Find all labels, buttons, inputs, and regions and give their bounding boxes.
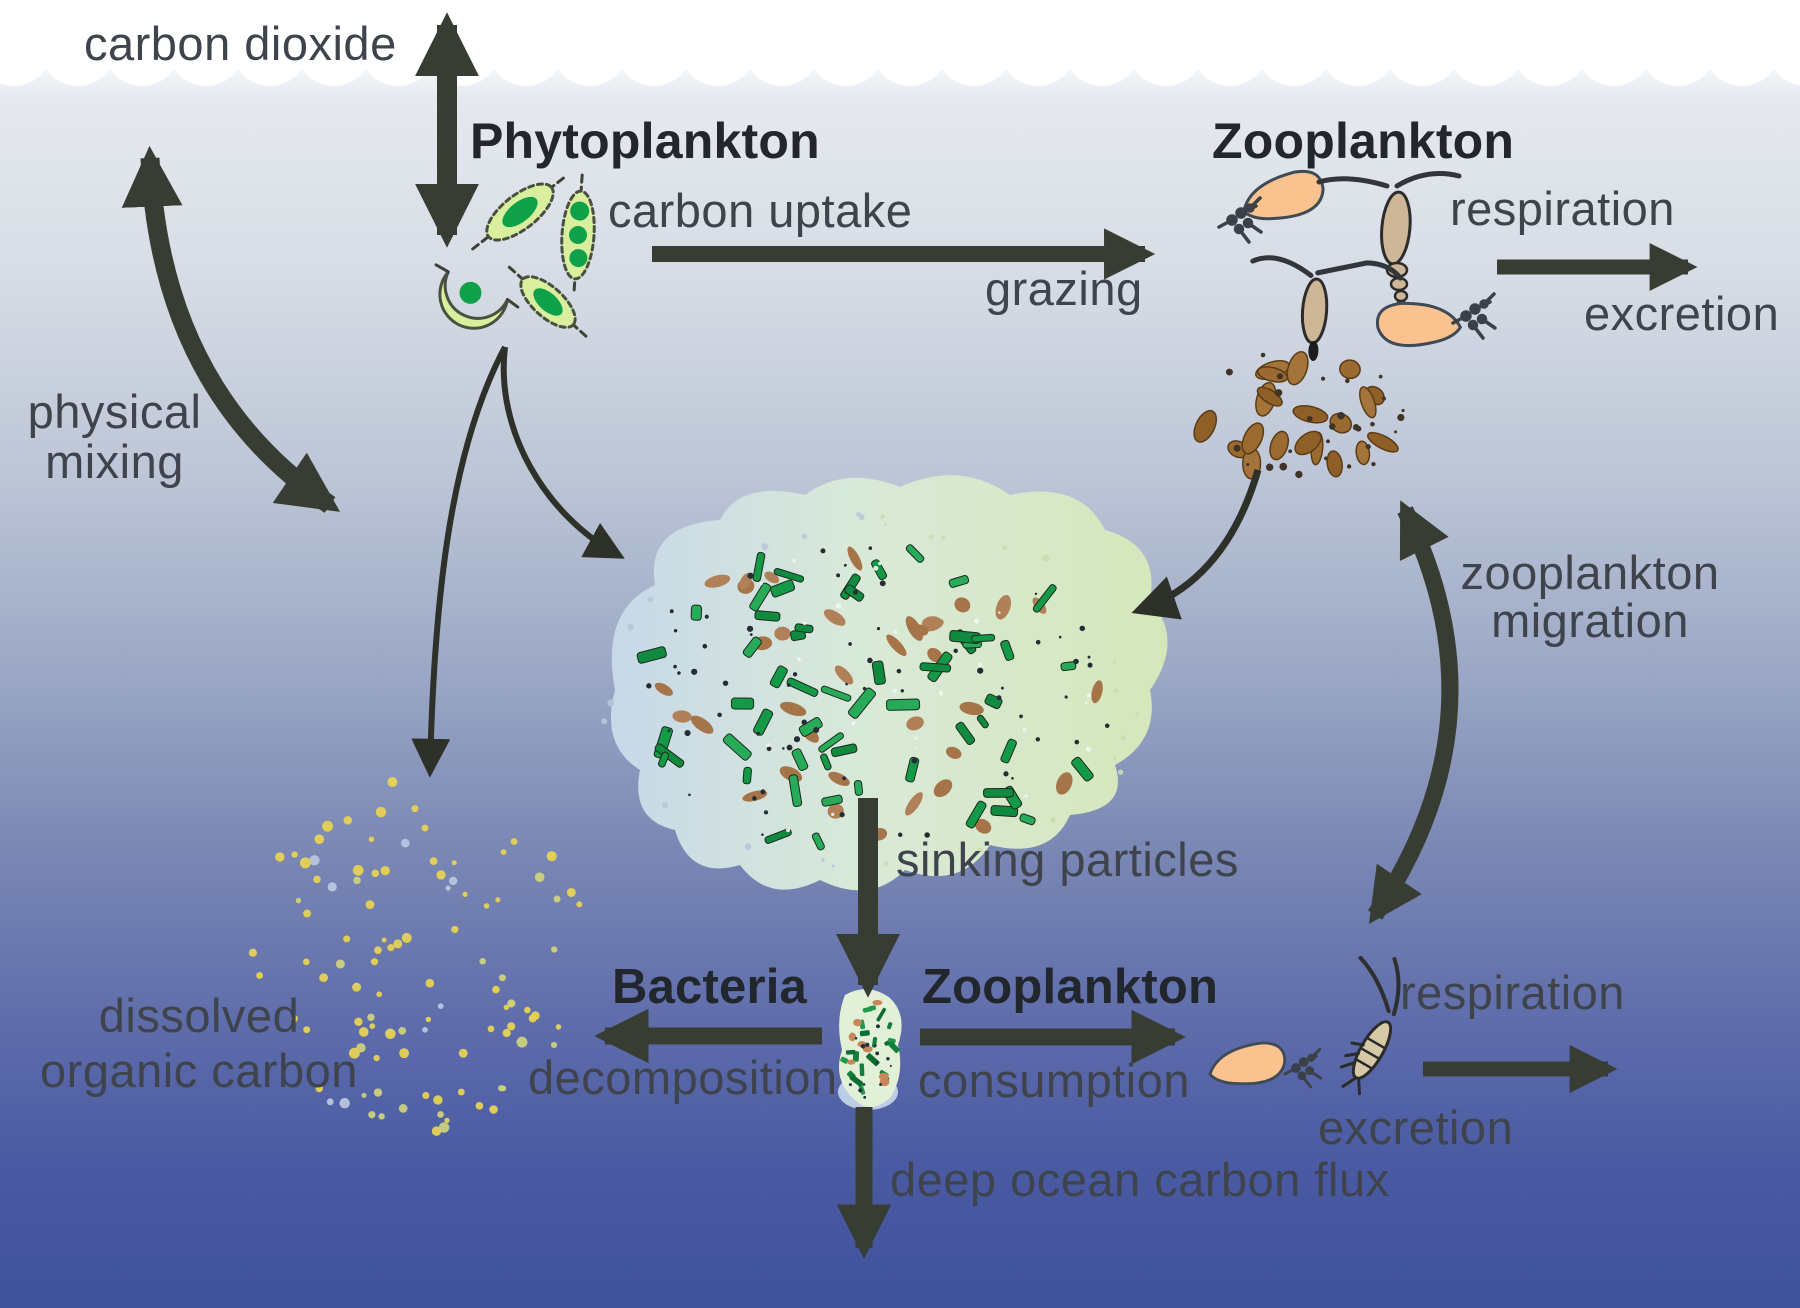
phytoplankton-illustration (434, 173, 596, 339)
deep-ocean-carbon-flux-label: deep ocean carbon flux (890, 1153, 1390, 1206)
marine-snow-aggregate-illustration (601, 475, 1168, 891)
consumption-label: consumption (918, 1054, 1190, 1107)
decomposition-label: decomposition (528, 1051, 838, 1104)
pellets-to-aggregate-arrow (1131, 469, 1262, 620)
grazing-label: grazing (985, 262, 1143, 315)
dissolved-organic-carbon-label: dissolved organic carbon (40, 989, 358, 1097)
zooplankton-title: Zooplankton (1212, 113, 1515, 169)
physical-mixing-label: physical mixing (27, 385, 202, 488)
phyto-to-doc-arrow (411, 345, 508, 778)
respiration-top-label: respiration (1450, 182, 1675, 235)
excretion-top-label: excretion (1584, 287, 1780, 340)
excretion-bottom-label: excretion (1318, 1101, 1514, 1154)
dissolved-organic-carbon-dots-illustration (248, 776, 583, 1136)
physical-mixing-arrow (121, 145, 341, 513)
zooplankton-migration-label: zooplankton migration (1460, 546, 1720, 647)
zooplankton-deep-title: Zooplankton (922, 960, 1219, 1014)
transfer-arrows (411, 345, 1262, 778)
phytoplankton-title: Phytoplankton (470, 113, 820, 169)
sinking-particles-label: sinking particles (896, 833, 1239, 886)
phyto-to-aggregate-arrow (500, 346, 625, 559)
deep-aggregate-illustration (838, 989, 902, 1110)
flux-arrows (121, 12, 1698, 1259)
fecal-pellets-illustration (1193, 350, 1405, 480)
bacteria-title: Bacteria (612, 960, 807, 1014)
carbon-uptake-label: carbon uptake (608, 184, 913, 237)
respiration-bottom-label: respiration (1400, 966, 1625, 1019)
zooplankton-migration-arrow (1367, 500, 1459, 925)
carbon-dioxide-label: carbon dioxide (84, 17, 397, 70)
zooplankton-surface-illustration (1217, 166, 1497, 361)
deep-zooplankton-illustration (1206, 955, 1401, 1096)
